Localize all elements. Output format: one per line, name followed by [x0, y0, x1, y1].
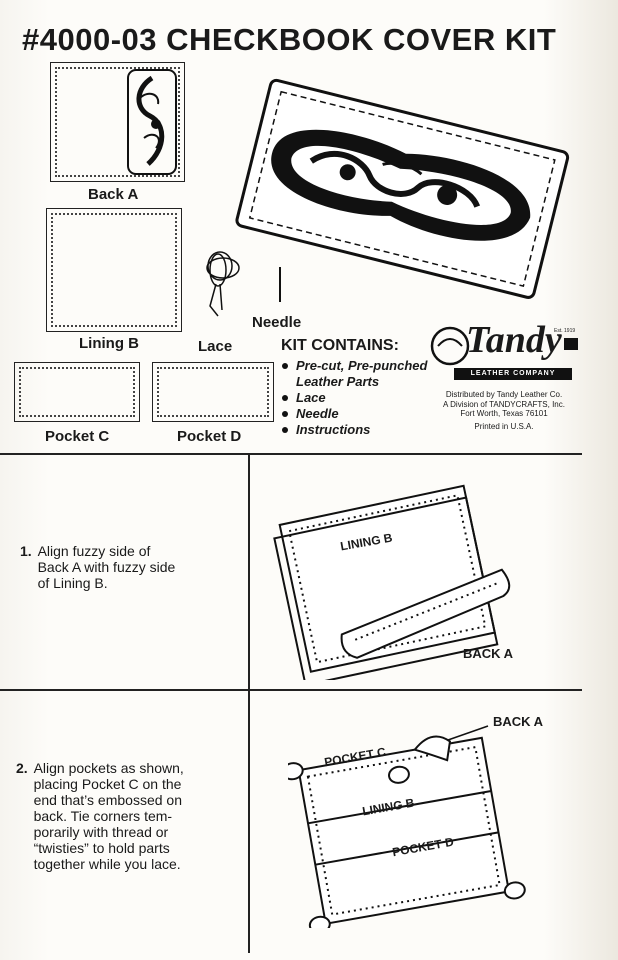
figure-2-back-label: BACK A — [493, 714, 544, 729]
back-a-piece — [50, 62, 185, 182]
needle-icon — [279, 267, 281, 302]
lace-coil-icon — [206, 251, 240, 317]
label-back-a: Back A — [88, 186, 139, 203]
label-pocket-c: Pocket C — [45, 428, 110, 445]
step-2-text: Align pockets as shown, placing Pocket C… — [33, 760, 184, 872]
distributor-info: Distributed by Tandy Leather Co. A Divis… — [443, 390, 565, 418]
step-2: 2. Align pockets as shown, placing Pocke… — [16, 760, 184, 872]
page-title: #4000-03 CHECKBOOK COVER KIT — [22, 22, 557, 57]
lining-b-piece — [46, 208, 182, 332]
kit-item: Instructions — [281, 422, 427, 438]
tooled-design-thumbnail — [127, 69, 177, 175]
figure-1-back-label: BACK A — [463, 646, 514, 661]
step-1: 1. Align fuzzy side of Back A with fuzzy… — [20, 543, 176, 591]
tooled-checkbook-illustration — [235, 78, 570, 299]
printed-in-label: Printed in U.S.A. — [474, 422, 534, 431]
pocket-c-piece — [14, 362, 140, 422]
figure-2-pockets-illustration — [288, 725, 526, 928]
label-lace: Lace — [198, 338, 233, 355]
brand-subtitle: LEATHER COMPANY — [470, 370, 556, 377]
label-pocket-d: Pocket D — [177, 428, 242, 445]
tandy-emblem-icon — [430, 326, 578, 380]
divider-vertical — [248, 453, 250, 953]
kit-contains-heading: KIT CONTAINS: — [281, 337, 399, 354]
label-needle: Needle — [252, 314, 302, 331]
figure-1-back-lining-illustration — [273, 484, 511, 680]
divider-middle — [0, 689, 582, 691]
divider-top — [0, 453, 582, 455]
label-lining-b: Lining B — [79, 335, 139, 352]
tandy-logo: Tandy Est. 1919 LEATHER COMPANY — [424, 318, 584, 389]
step-1-text: Align fuzzy side of Back A with fuzzy si… — [37, 543, 176, 591]
brand-name: Tandy — [466, 319, 562, 361]
kit-item: Lace — [281, 390, 427, 406]
kit-item: Needle — [281, 406, 427, 422]
pocket-d-piece — [152, 362, 274, 422]
brand-established: Est. 1919 — [554, 328, 576, 334]
